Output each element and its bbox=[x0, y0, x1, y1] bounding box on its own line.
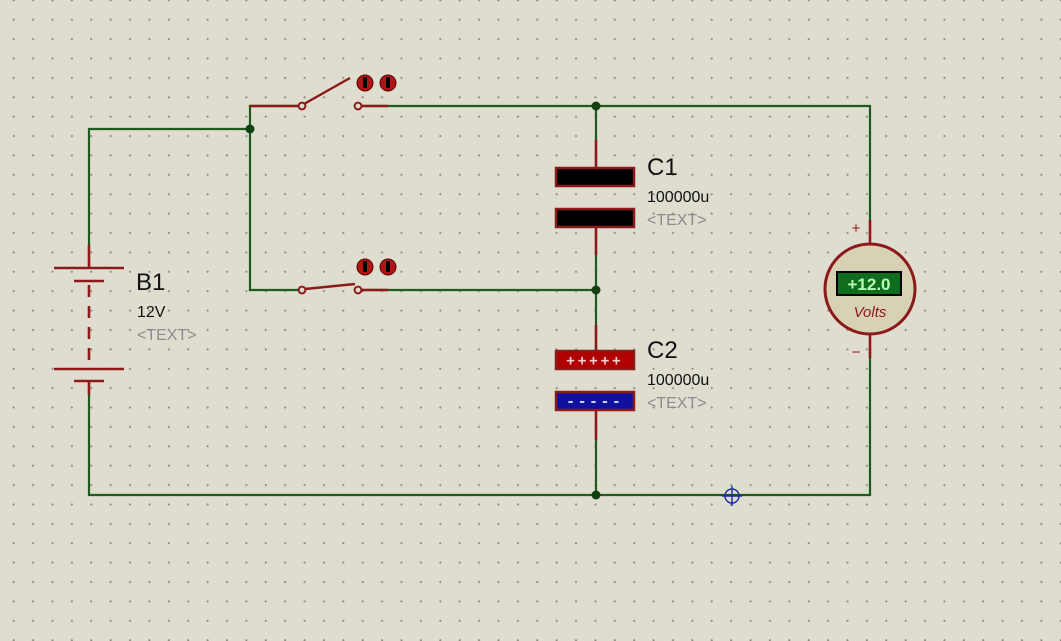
wires bbox=[87, 104, 872, 497]
voltmeter-minus-label: − bbox=[852, 344, 861, 361]
c1-value-label: 100000u bbox=[647, 189, 709, 206]
crosshair-cursor-icon bbox=[722, 486, 742, 506]
switch-top[interactable] bbox=[250, 76, 388, 111]
junction-node[interactable] bbox=[591, 490, 601, 500]
voltmeter-plus-label: + bbox=[852, 220, 861, 237]
capacitor-c1[interactable] bbox=[554, 140, 636, 255]
state-indicator-icon[interactable] bbox=[356, 258, 397, 276]
c1-ref-label: C1 bbox=[647, 154, 678, 181]
wire-battery-top[interactable] bbox=[87, 127, 252, 247]
c2-text-placeholder: <TEXT> bbox=[647, 395, 707, 412]
battery-b1[interactable] bbox=[54, 245, 124, 395]
voltmeter-unit-label: Volts bbox=[854, 304, 887, 321]
junction-node[interactable] bbox=[591, 285, 601, 295]
battery-text-placeholder: <TEXT> bbox=[137, 327, 197, 344]
voltmeter-reading: +12.0 bbox=[847, 275, 890, 294]
junction-node[interactable] bbox=[245, 124, 255, 134]
battery-ref-label: B1 bbox=[136, 269, 165, 296]
wire-bottom-rail[interactable] bbox=[87, 356, 872, 497]
c2-plus-marks: +++++ bbox=[566, 353, 623, 369]
c1-text-placeholder: <TEXT> bbox=[647, 212, 707, 229]
c2-minus-marks: ----- bbox=[566, 394, 623, 410]
junction-node[interactable] bbox=[591, 101, 601, 111]
c2-value-label: 100000u bbox=[647, 372, 709, 389]
wire-top-rail[interactable] bbox=[358, 104, 872, 222]
switch-bottom[interactable] bbox=[297, 282, 388, 295]
capacitor-c2[interactable] bbox=[554, 325, 636, 440]
c2-ref-label: C2 bbox=[647, 337, 678, 364]
voltmeter[interactable] bbox=[823, 220, 917, 358]
state-indicator-icon[interactable] bbox=[356, 74, 397, 92]
battery-value-label: 12V bbox=[137, 304, 166, 321]
junctions bbox=[245, 101, 601, 500]
